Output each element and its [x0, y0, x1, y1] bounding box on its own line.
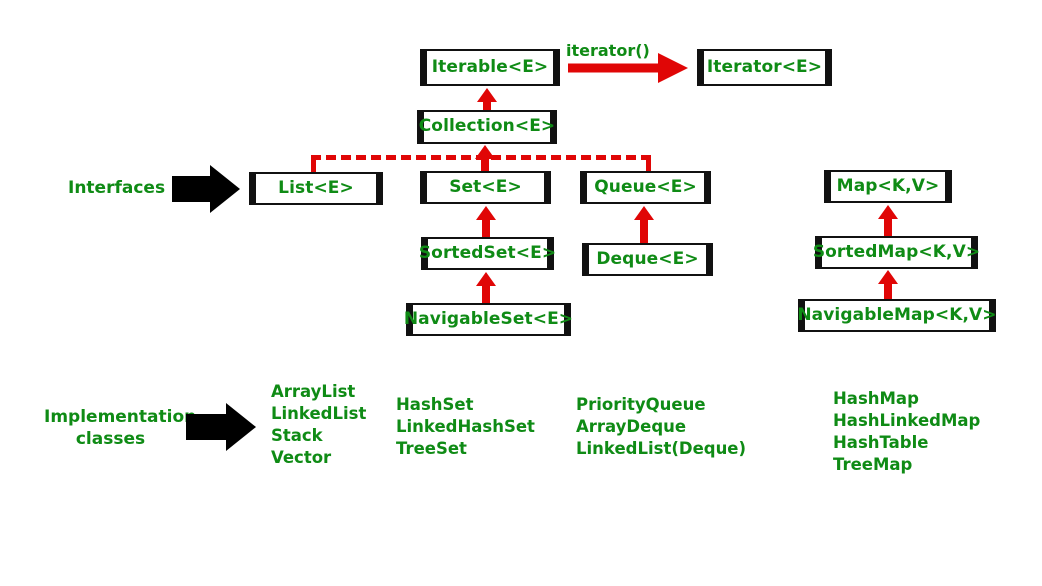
impl-item: PriorityQueue	[576, 395, 706, 414]
arrow-head	[634, 206, 654, 220]
dashed-connector-right-drop	[646, 155, 651, 173]
node-list-label: List<E>	[278, 177, 354, 198]
impl-item: HashMap	[833, 389, 919, 408]
node-navigable-map-label: NavigableMap<K,V>	[797, 304, 997, 325]
dashed-connector-left-drop	[311, 155, 316, 173]
node-deque-label: Deque<E>	[596, 248, 699, 269]
node-iterable-label: Iterable<E>	[431, 56, 549, 77]
impl-column-list: ArrayList LinkedList Stack Vector	[271, 381, 366, 469]
arrow-head	[476, 206, 496, 220]
arrow-head	[210, 165, 240, 213]
arrow-head	[878, 270, 898, 284]
pointer-arrow-interfaces	[172, 165, 240, 213]
node-iterable[interactable]: Iterable<E>	[420, 49, 560, 86]
arrow-tail	[186, 414, 228, 440]
impl-item: LinkedHashSet	[396, 416, 535, 436]
edge-label-iterator-method: iterator()	[566, 41, 650, 60]
node-collection-label: Collection<E>	[418, 116, 556, 136]
node-map-label: Map<K,V>	[836, 175, 940, 196]
node-sorted-map-label: SortedMap<K,V>	[812, 241, 981, 262]
arrow-shaft	[884, 282, 892, 303]
node-navigable-set[interactable]: NavigableSet<E>	[403, 303, 574, 336]
impl-item: Vector	[271, 447, 332, 467]
arrow-shaft	[483, 100, 491, 112]
pointer-arrow-implementation-classes	[186, 403, 256, 451]
node-iterator[interactable]: Iterator<E>	[697, 49, 832, 86]
impl-item: HashTable	[833, 432, 929, 452]
impl-column-set: HashSet LinkedHashSet TreeSet	[396, 394, 535, 460]
impl-item: ArrayDeque	[576, 416, 687, 436]
node-queue[interactable]: Queue<E>	[580, 171, 711, 204]
node-deque[interactable]: Deque<E>	[582, 243, 713, 276]
impl-column-queue: PriorityQueue ArrayDeque LinkedList(Dequ…	[576, 394, 746, 460]
row-label-interfaces: Interfaces	[68, 178, 166, 198]
impl-item: TreeSet	[396, 438, 467, 458]
arrow-iterable-to-iterator	[568, 53, 688, 83]
arrow-shaft	[884, 217, 892, 239]
node-navigable-map[interactable]: NavigableMap<K,V>	[797, 299, 997, 332]
node-set-label: Set<E>	[449, 176, 522, 197]
impl-item: ArrayList	[271, 382, 356, 401]
node-set[interactable]: Set<E>	[420, 171, 551, 204]
impl-item: Stack	[271, 425, 323, 445]
node-sorted-set[interactable]: SortedSet<E>	[418, 237, 557, 270]
impl-item: LinkedList	[271, 403, 367, 423]
impl-item: HashSet	[396, 395, 474, 414]
row-label-implementation-classes: Implementation classes	[44, 406, 197, 451]
node-navigable-set-label: NavigableSet<E>	[403, 308, 574, 329]
arrow-shaft	[481, 157, 489, 173]
impl-column-map: HashMap HashLinkedMap HashTable TreeMap	[833, 388, 980, 476]
arrow-head	[658, 53, 688, 83]
arrow-shaft	[568, 63, 663, 73]
arrow-head	[476, 272, 496, 286]
impl-item: TreeMap	[833, 454, 913, 474]
node-list[interactable]: List<E>	[249, 172, 383, 205]
dashed-connector-horizontal	[311, 155, 651, 160]
row-label-implementation-line1: Implementation	[44, 407, 197, 427]
node-sorted-set-label: SortedSet<E>	[418, 242, 557, 263]
node-map[interactable]: Map<K,V>	[824, 170, 952, 203]
impl-item: LinkedList(Deque)	[576, 438, 747, 458]
arrow-shaft	[640, 218, 648, 246]
arrow-head	[878, 205, 898, 219]
arrow-head	[477, 88, 497, 102]
node-iterator-label: Iterator<E>	[706, 56, 823, 77]
arrow-shaft	[482, 284, 490, 306]
row-label-implementation-line2: classes	[75, 429, 146, 450]
node-sorted-map[interactable]: SortedMap<K,V>	[812, 236, 981, 269]
arrow-shaft	[482, 218, 490, 240]
node-collection[interactable]: Collection<E>	[417, 110, 557, 144]
arrow-tail	[172, 176, 212, 202]
node-queue-label: Queue<E>	[594, 176, 697, 197]
arrow-head	[226, 403, 256, 451]
impl-item: HashLinkedMap	[833, 410, 981, 430]
